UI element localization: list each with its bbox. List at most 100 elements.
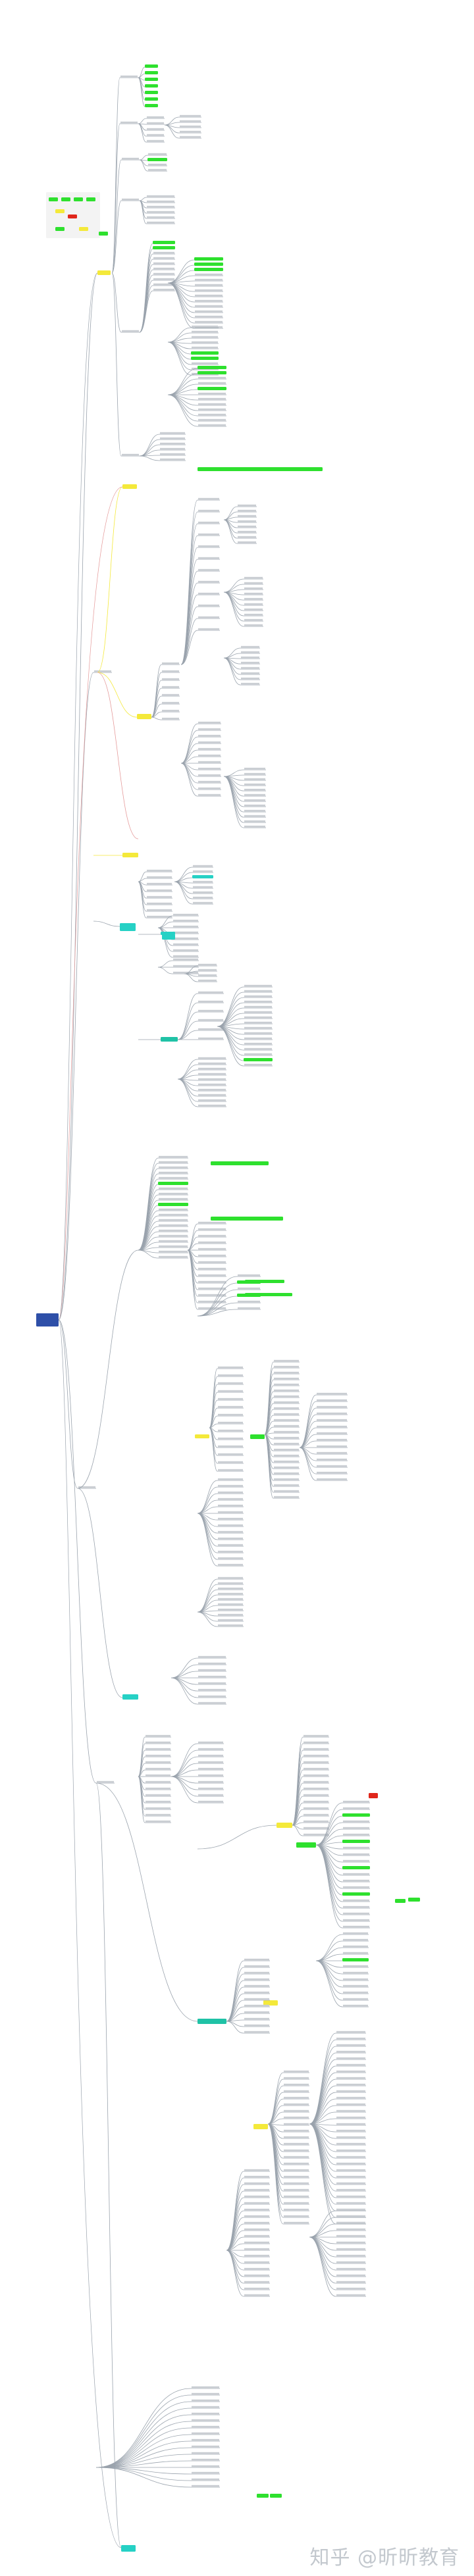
leaf-text-placeholder (244, 1021, 272, 1024)
connector-line (299, 1447, 317, 1461)
leaf-text-placeholder (198, 397, 226, 400)
connector-line (58, 672, 94, 1321)
leaf-text-placeholder (198, 403, 226, 405)
leaf-text-placeholder (336, 2169, 365, 2171)
connector-line (315, 1802, 343, 1846)
leaf-text-placeholder (218, 1453, 243, 1455)
connector-line (95, 1782, 198, 2022)
leaf-text-placeholder (198, 969, 217, 971)
leaf-text-placeholder (284, 2096, 309, 2099)
leaf-text-placeholder (153, 251, 174, 254)
highlighted-topic (153, 241, 175, 244)
leaf-text-placeholder (244, 2017, 269, 2020)
leaf-text-placeholder (173, 949, 198, 951)
leaf-text-placeholder (343, 1820, 369, 1823)
leaf-text-placeholder (336, 2123, 365, 2125)
leaf-text-placeholder (218, 1366, 243, 1369)
leaf-text-placeholder (218, 1469, 243, 1471)
thumbnail-cell (55, 209, 65, 213)
leaf-text-placeholder (343, 1932, 368, 1934)
leaf-text-placeholder (192, 2392, 219, 2395)
thumbnail-cell (61, 197, 70, 201)
leaf-text-placeholder (198, 1748, 223, 1750)
leaf-text-placeholder (284, 2188, 309, 2191)
connector-line (138, 118, 147, 124)
leaf-text-placeholder (343, 1938, 368, 1941)
leaf-text-placeholder (192, 346, 218, 349)
leaf-text-placeholder (122, 453, 139, 456)
connector-line (111, 272, 122, 333)
connector-line (95, 2447, 192, 2468)
leaf-text-placeholder (244, 788, 265, 791)
leaf-text-placeholder (198, 1294, 226, 1296)
leaf-text-placeholder (244, 2235, 269, 2237)
leaf-text-placeholder (147, 200, 174, 203)
leaf-text-placeholder (195, 320, 223, 323)
leaf-text-placeholder (162, 662, 179, 665)
connector-line (226, 2021, 244, 2027)
leaf-text-placeholder (336, 2182, 365, 2185)
connector-line (171, 1671, 198, 1679)
connector-line (197, 1611, 218, 1622)
section-topic-yellow (137, 714, 151, 719)
leaf-text-placeholder (241, 667, 259, 669)
leaf-text-placeholder (198, 1787, 223, 1790)
leaf-text-placeholder (274, 1466, 299, 1469)
highlighted-topic (198, 387, 226, 390)
leaf-text-placeholder (198, 1675, 226, 1678)
highlighted-topic (153, 246, 175, 249)
leaf-text-placeholder (244, 995, 272, 998)
leaf-text-placeholder (198, 1088, 226, 1091)
connector-line (167, 373, 198, 395)
connector-line (299, 1407, 317, 1448)
connector-line (197, 1276, 238, 1317)
leaf-text-placeholder (218, 1524, 243, 1527)
leaf-text-placeholder (198, 1009, 223, 1012)
connector-line (223, 776, 244, 828)
connector-line (180, 749, 198, 764)
connector-line (315, 1934, 343, 1961)
leaf-text-placeholder (244, 2202, 269, 2204)
connector-line (197, 1500, 218, 1514)
connector-line (97, 672, 138, 718)
connector-line (171, 1776, 198, 1804)
leaf-text-placeholder (244, 2182, 269, 2185)
leaf-text-placeholder (198, 1057, 226, 1059)
leaf-text-placeholder (343, 1925, 369, 1928)
connector-line (309, 2123, 336, 2205)
leaf-text-placeholder (160, 458, 185, 461)
connector-line (180, 606, 198, 665)
leaf-text-placeholder (147, 882, 172, 885)
leaf-text-placeholder (317, 1445, 347, 1448)
leaf-text-placeholder (336, 2188, 365, 2191)
leaf-text-placeholder (284, 2215, 309, 2217)
leaf-text-placeholder (153, 267, 174, 270)
leaf-text-placeholder (160, 432, 185, 434)
leaf-text-placeholder (198, 1780, 223, 1783)
leaf-text-placeholder (241, 656, 259, 659)
connector-line (139, 200, 147, 219)
connector-line (157, 921, 173, 928)
leaf-text-placeholder (147, 221, 174, 224)
connector-line (226, 2000, 244, 2022)
leaf-text-placeholder (147, 902, 172, 905)
leaf-text-placeholder (160, 453, 185, 455)
leaf-text-placeholder (195, 315, 223, 318)
connector-line (267, 2098, 284, 2125)
leaf-text-placeholder (244, 1032, 272, 1034)
leaf-text-placeholder (238, 536, 256, 538)
leaf-text-placeholder (162, 717, 179, 720)
leaf-text-placeholder (274, 1448, 299, 1451)
leaf-text-placeholder (274, 1359, 299, 1362)
leaf-text-placeholder (145, 1780, 171, 1783)
leaf-text-placeholder (241, 672, 259, 674)
leaf-text-placeholder (274, 1478, 299, 1480)
leaf-text-placeholder (122, 198, 139, 201)
leaf-text-placeholder (193, 901, 213, 904)
leaf-text-placeholder (162, 670, 179, 672)
leaf-text-placeholder (198, 418, 226, 421)
thumbnail-cell (68, 215, 77, 218)
connector-line (139, 159, 148, 172)
connector-line (138, 77, 145, 101)
leaf-text-placeholder (336, 2031, 365, 2033)
